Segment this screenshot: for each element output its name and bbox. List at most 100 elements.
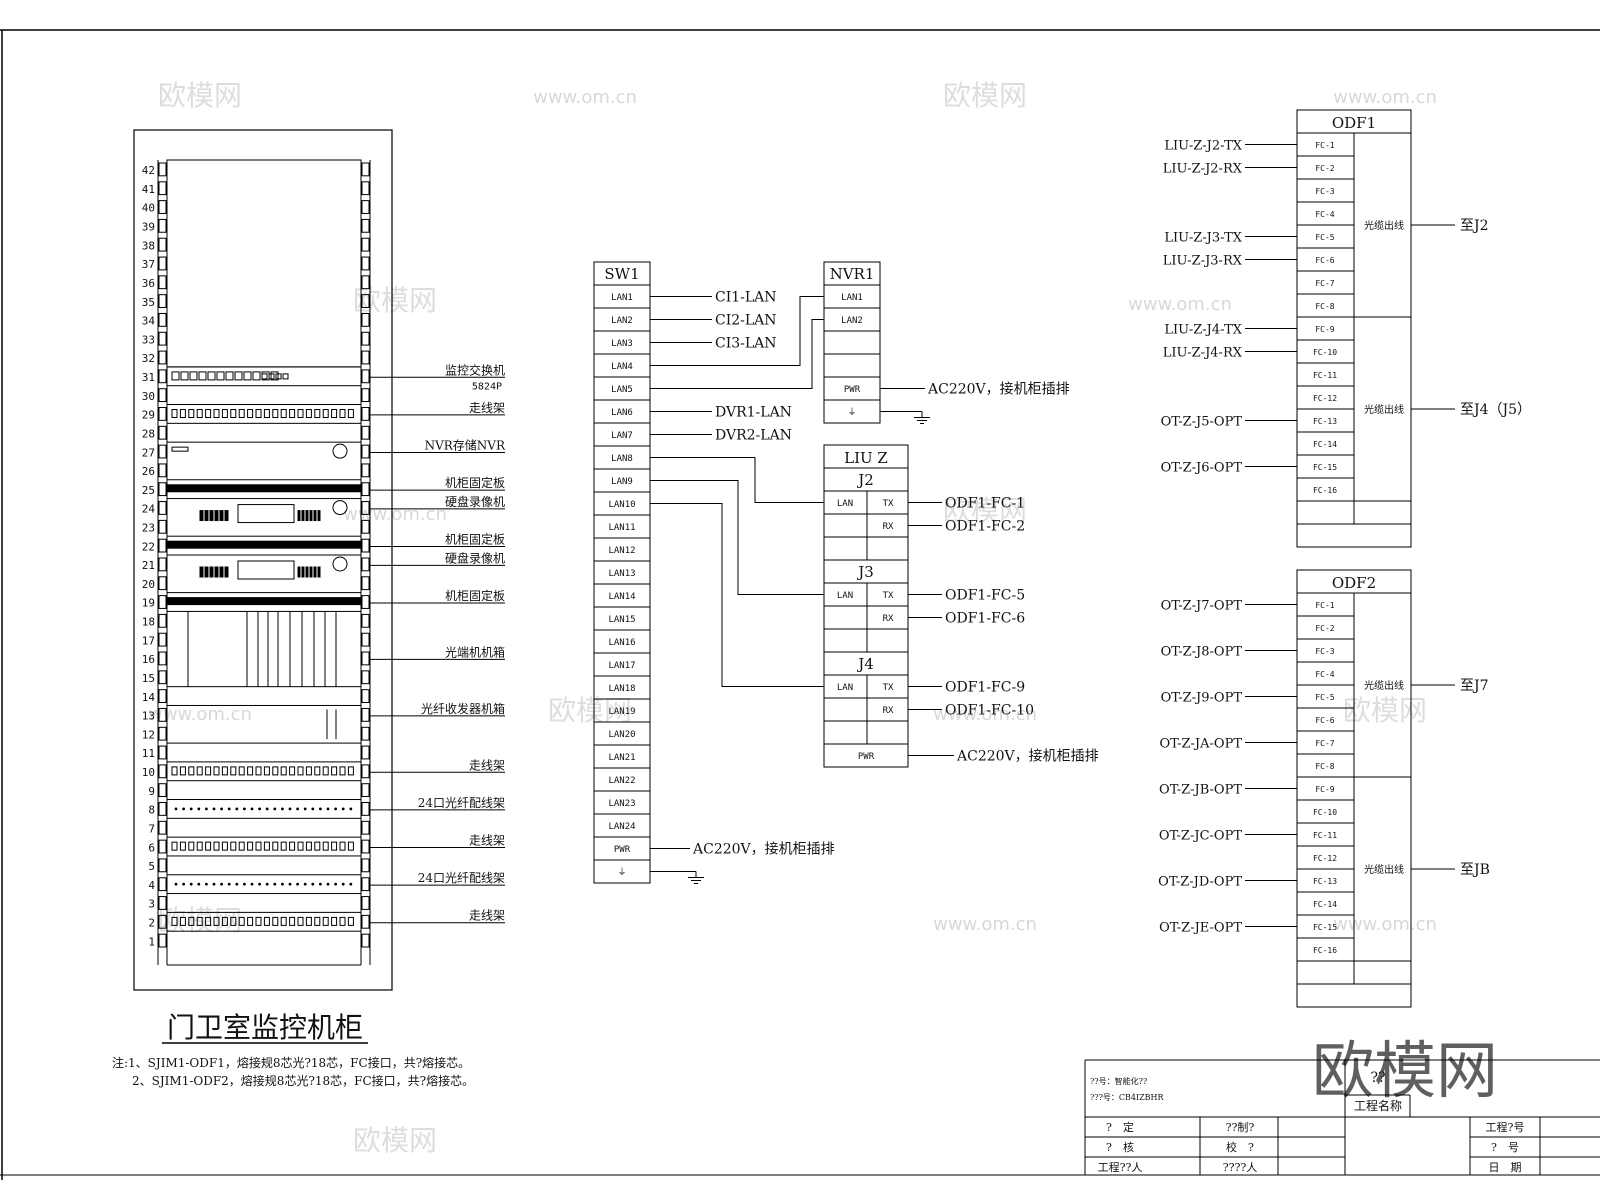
rail-hole-left <box>158 482 167 497</box>
rail-hole-left <box>158 557 167 572</box>
fiber-port <box>174 807 178 811</box>
odf1-port-label: FC-15 <box>1313 463 1337 472</box>
rail-hole-left <box>158 576 167 591</box>
watermark-brand: 欧模网 <box>158 79 242 112</box>
rail-hole-left <box>158 519 167 534</box>
cable-tray <box>166 404 362 424</box>
rail-hole-left <box>158 613 167 628</box>
tb-right-cell: 工程?号 <box>1486 1121 1525 1134</box>
sw1-port-label: LAN15 <box>608 615 635 625</box>
odf2-in-label: OT-Z-J9-OPT <box>1161 691 1243 706</box>
callout-label: 24口光纤配线架 <box>418 871 505 885</box>
tray-slot <box>196 409 203 419</box>
u-number: 16 <box>142 653 155 666</box>
u-number: 36 <box>142 277 155 290</box>
fixed-shelf <box>166 484 362 493</box>
odf2-port-label: FC-9 <box>1315 785 1334 794</box>
dvr-button <box>214 510 219 522</box>
tray-slot <box>339 916 346 926</box>
sw1-port-label: LAN9 <box>611 477 633 487</box>
dvr-button <box>199 510 204 522</box>
tray-slot <box>205 916 212 926</box>
dvr-button <box>209 566 214 578</box>
tray-slot <box>331 409 338 419</box>
sw1-port-label: LAN14 <box>608 592 635 602</box>
note-line-1: 注:1、SJIM1-ODF1，熔接规8芯光?18芯，FC接口，共?熔接芯。 <box>112 1055 470 1070</box>
fiber-port <box>243 807 246 811</box>
odf2-port-label: FC-10 <box>1313 808 1337 817</box>
fiber-port <box>334 807 337 811</box>
rail-hole-left <box>158 275 167 290</box>
watermark-site: www.om.cn <box>533 87 637 108</box>
watermark-site: www.om.cn <box>1128 294 1232 315</box>
u-number: 9 <box>148 785 155 798</box>
tray-slot <box>347 841 354 851</box>
rail-hole-left <box>158 670 167 685</box>
rail-hole-left <box>158 632 167 647</box>
odf1-port-label: FC-6 <box>1315 256 1334 265</box>
odf2-in-label: OT-Z-J7-OPT <box>1161 599 1243 614</box>
tray-slot <box>305 766 312 776</box>
rail-hole-left <box>158 707 167 722</box>
rail-hole-right <box>361 162 370 177</box>
u-number: 6 <box>148 841 155 854</box>
liuz-title: LIU Z <box>844 449 888 467</box>
fiber-patch-panel <box>166 874 362 895</box>
odf2-port-label: FC-1 <box>1315 601 1334 610</box>
dvr-button-r <box>317 510 321 522</box>
sw1-port-label: LAN3 <box>611 339 633 349</box>
fiber-port <box>205 807 208 811</box>
callout-label: NVR存储NVR <box>425 437 506 452</box>
odf2-port-label: FC-6 <box>1315 716 1334 725</box>
liuz-port-left: LAN <box>837 683 853 693</box>
liuz-odf-label: ODF1-FC-9 <box>945 680 1025 696</box>
callout-label: 走线架 <box>469 758 505 772</box>
watermark-site: www.om.cn <box>1333 87 1437 108</box>
tray-slot <box>238 841 245 851</box>
sw1-port-label: LAN19 <box>608 707 635 717</box>
rail-hole-left <box>158 538 167 553</box>
rail-hole-right <box>361 877 370 892</box>
u-number: 37 <box>142 258 155 271</box>
u-number: 24 <box>142 503 156 516</box>
dvr-button-r <box>309 566 313 578</box>
tray-slot <box>179 409 186 419</box>
dvr-fan <box>332 500 348 516</box>
u-number: 17 <box>142 634 155 647</box>
odf2-port-label: FC-8 <box>1315 762 1334 771</box>
fiber-port <box>189 882 193 886</box>
odf2-port-label: FC-12 <box>1313 854 1337 863</box>
tray-slot <box>221 916 228 926</box>
odf2-in-label: OT-Z-JE-OPT <box>1159 921 1242 936</box>
dvr-button <box>224 510 229 522</box>
callout-label: 硬盘录像机 <box>445 550 505 565</box>
odf1-dest-label: 至J4（J5） <box>1460 402 1531 418</box>
u-number: 42 <box>142 164 155 177</box>
dvr-button-r <box>313 510 317 522</box>
tray-slot <box>272 916 279 926</box>
odf1-port-label: FC-5 <box>1315 233 1334 242</box>
liuz-group-name: J3 <box>856 563 874 581</box>
fiber-port <box>334 882 337 886</box>
tray-slot <box>347 916 354 926</box>
rail-hole-left <box>158 726 167 741</box>
tray-slot <box>213 766 220 776</box>
fiber-port <box>212 882 216 886</box>
tray-slot <box>247 766 254 776</box>
sw1-link-label: DVR1-LAN <box>715 405 792 421</box>
liuz-port-right: RX <box>883 614 894 624</box>
odf1-in-label: LIU-Z-J2-RX <box>1163 162 1243 177</box>
watermark-brand: 欧模网 <box>353 284 437 317</box>
rail-hole-left <box>158 839 167 854</box>
title-block: ??号：智能化?????号：CB4IZBHR??工程名称? 定? 核工程??人?… <box>1084 1059 1600 1175</box>
dvr-button <box>204 510 209 522</box>
tb-mid-cell: ??制? <box>1226 1121 1255 1134</box>
fiber-port <box>273 807 277 811</box>
u-number: 34 <box>142 315 156 328</box>
tray-slot <box>255 916 262 926</box>
tb-left-cell: ? 定 <box>1106 1120 1134 1134</box>
u-number: 32 <box>142 352 155 365</box>
rail-hole-left <box>158 783 167 798</box>
